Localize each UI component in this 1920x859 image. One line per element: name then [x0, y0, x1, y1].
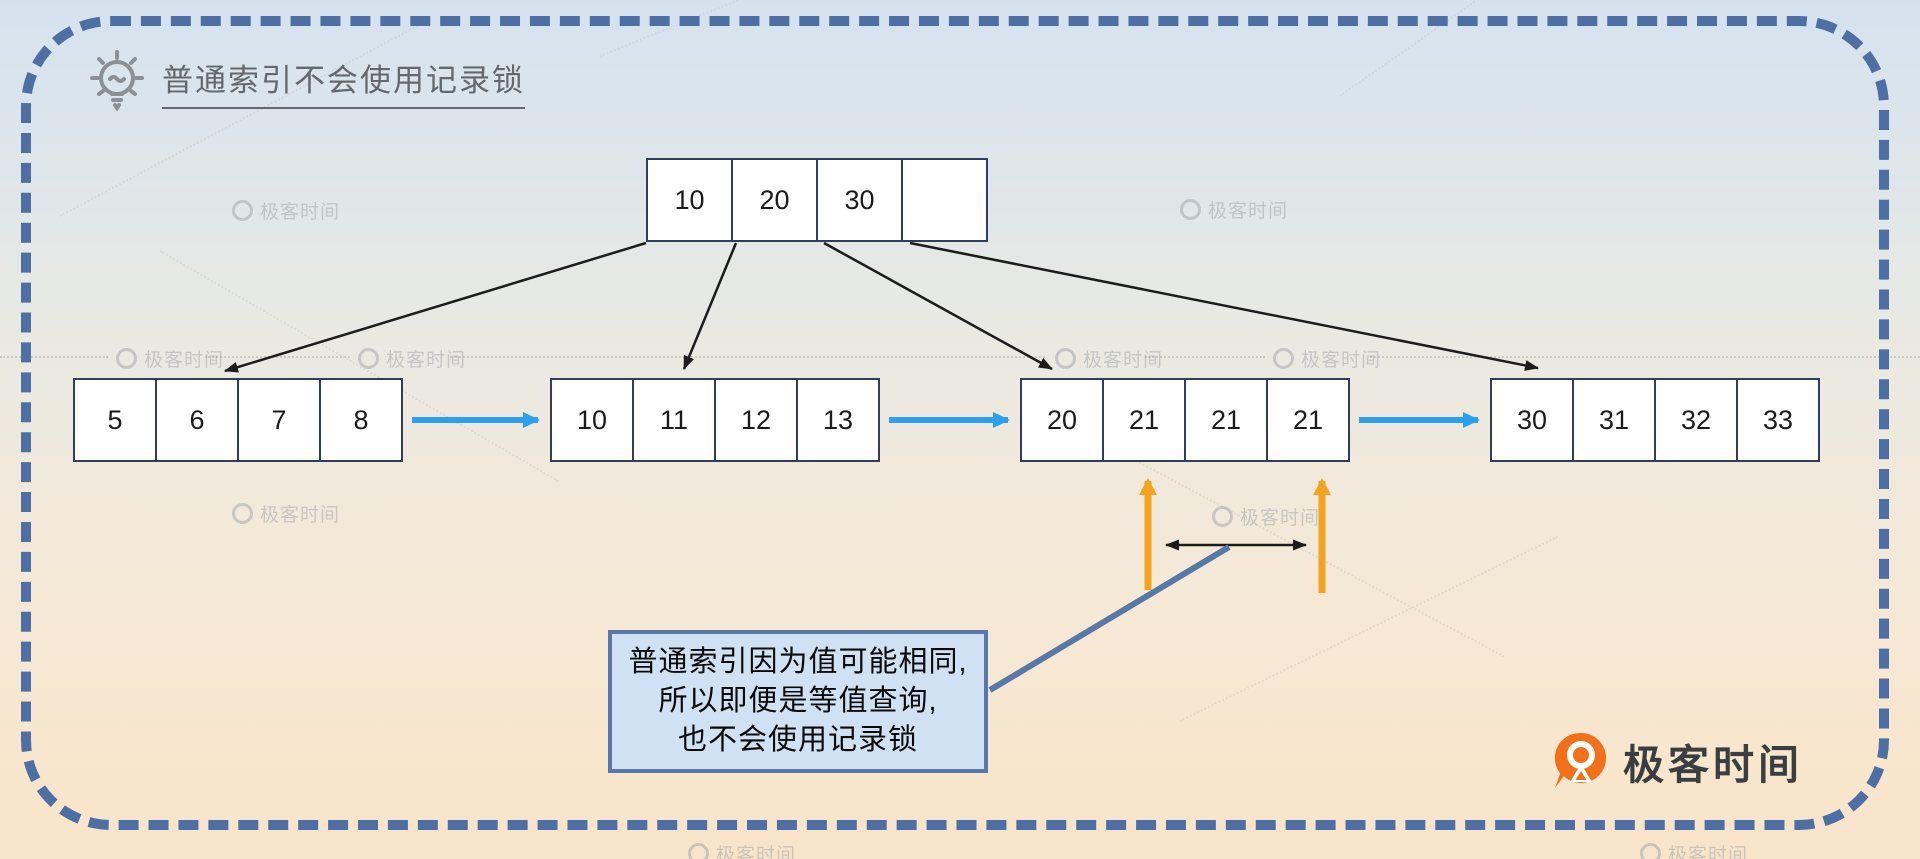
watermark-dotted-line: [450, 356, 1045, 358]
watermark-logo-icon: [688, 843, 709, 859]
leaf-cell: 30: [1490, 378, 1574, 462]
leaf-node-3: 20 21 21 21: [1020, 378, 1350, 462]
watermark: 极客时间: [116, 345, 224, 372]
geektime-logo-icon: [1554, 732, 1607, 788]
watermark-label: 极客时间: [260, 202, 341, 223]
callout-line: 也不会使用记录锁: [677, 724, 918, 756]
watermark-label: 极客时间: [1668, 845, 1749, 859]
leaf-cell: 21: [1102, 378, 1186, 462]
page-title: 普通索引不会使用记录锁: [162, 55, 525, 109]
watermark-label: 极客时间: [1240, 508, 1321, 529]
watermark-logo-icon: [232, 503, 253, 524]
lightbulb-icon: [90, 50, 144, 112]
watermark-logo-icon: [1640, 843, 1661, 859]
leaf-cell: 7: [237, 378, 321, 462]
geektime-logo: 极客时间: [1552, 731, 1803, 791]
watermark-label: 极客时间: [716, 845, 797, 859]
callout-line: 所以即便是等值查询,: [658, 685, 938, 717]
watermark-logo-icon: [1180, 199, 1201, 220]
dashed-border: [21, 16, 1889, 830]
leaf-cell: 6: [155, 378, 239, 462]
watermark: 极客时间: [1180, 196, 1288, 223]
leaf-cell: 21: [1266, 378, 1350, 462]
leaf-cell: 11: [632, 378, 716, 462]
callout-line: 普通索引因为值可能相同,: [628, 646, 968, 678]
leaf-cell: 12: [714, 378, 798, 462]
leaf-cell: 8: [319, 378, 403, 462]
leaf-node-1: 5 6 7 8: [73, 378, 403, 462]
leaf-cell: 21: [1184, 378, 1268, 462]
watermark-logo-icon: [232, 200, 253, 221]
root-cell: [901, 158, 988, 242]
watermark-dotted-line: [1370, 356, 1920, 358]
watermark-dotted-line: [0, 356, 108, 358]
leaf-cell: 5: [73, 378, 157, 462]
page-header: 普通索引不会使用记录锁: [86, 48, 525, 116]
leaf-cell: 20: [1020, 378, 1104, 462]
watermark: 极客时间: [1640, 840, 1748, 859]
watermark: 极客时间: [1212, 503, 1320, 530]
root-cell: 10: [646, 158, 733, 242]
watermark: 极客时间: [232, 197, 340, 224]
watermark-label: 极客时间: [144, 350, 225, 371]
watermark-logo-icon: [1212, 506, 1233, 527]
leaf-node-2: 10 11 12 13: [550, 378, 880, 462]
watermark: 极客时间: [688, 840, 796, 859]
leaf-cell: 32: [1654, 378, 1738, 462]
leaf-cell: 31: [1572, 378, 1656, 462]
leaf-cell: 13: [796, 378, 880, 462]
watermark-label: 极客时间: [1208, 201, 1289, 222]
watermark-label: 极客时间: [260, 505, 341, 526]
geektime-logo-text: 极客时间: [1623, 742, 1803, 788]
watermark: 极客时间: [232, 500, 340, 527]
leaf-cell: 33: [1736, 378, 1820, 462]
root-cell: 30: [816, 158, 903, 242]
watermark-logo-icon: [116, 348, 137, 369]
root-cell: 20: [731, 158, 818, 242]
callout-box: 普通索引因为值可能相同, 所以即便是等值查询, 也不会使用记录锁: [608, 630, 988, 773]
leaf-cell: 10: [550, 378, 634, 462]
leaf-node-4: 30 31 32 33: [1490, 378, 1820, 462]
root-node: 10 20 30: [646, 158, 988, 242]
